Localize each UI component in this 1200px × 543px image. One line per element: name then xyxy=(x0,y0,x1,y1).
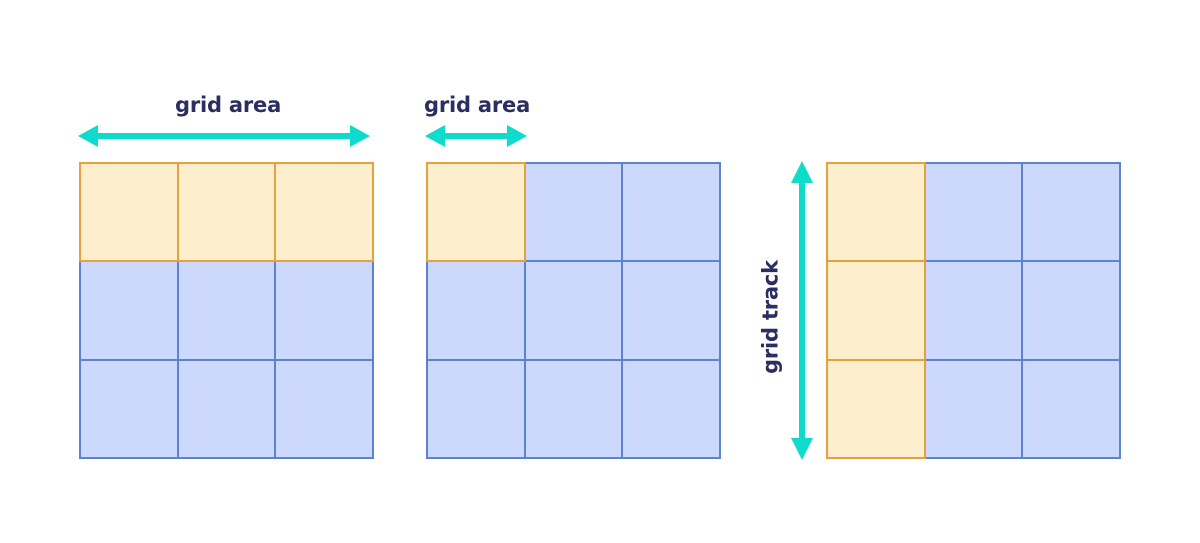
grid-cell-r0c1 xyxy=(523,162,624,263)
grid-cell-r0c2 xyxy=(621,162,721,263)
grid-cell-r0c0 xyxy=(79,162,179,263)
grid-figure-two xyxy=(426,162,721,459)
grid-area-label-two: grid area xyxy=(424,93,531,117)
grid-cell-r2c0 xyxy=(426,358,526,459)
grid-track-label: grid track xyxy=(758,260,783,374)
grid-figure-three xyxy=(826,162,1121,459)
grid-cell-r2c0 xyxy=(79,358,179,459)
grid-cell-r1c1 xyxy=(923,260,1024,361)
grid-cell-r1c0 xyxy=(79,260,179,361)
grid-cell-r0c2 xyxy=(1021,162,1121,263)
grid-area-width-arrow-two xyxy=(425,125,527,147)
grid-figure-one xyxy=(79,162,374,459)
grid-cell-r1c2 xyxy=(621,260,721,361)
grid-cell-r1c1 xyxy=(523,260,624,361)
grid-cell-r2c2 xyxy=(274,358,374,459)
grid-area-label-one: grid area xyxy=(175,93,282,117)
grid-cell-r1c1 xyxy=(176,260,277,361)
grid-cell-r2c1 xyxy=(523,358,624,459)
grid-cell-r2c0 xyxy=(826,358,926,459)
grid-track-height-arrow xyxy=(791,161,813,460)
grid-cell-r1c0 xyxy=(826,260,926,361)
grid-cell-r1c0 xyxy=(426,260,526,361)
grid-cell-r0c0 xyxy=(426,162,526,263)
grid-cell-r0c1 xyxy=(176,162,277,263)
grid-cell-r2c1 xyxy=(176,358,277,459)
grid-cell-r0c0 xyxy=(826,162,926,263)
grid-cell-r0c1 xyxy=(923,162,1024,263)
grid-cell-r1c2 xyxy=(274,260,374,361)
grid-cell-r0c2 xyxy=(274,162,374,263)
grid-area-width-arrow-one xyxy=(78,125,370,147)
grid-cell-r2c1 xyxy=(923,358,1024,459)
grid-cell-r1c2 xyxy=(1021,260,1121,361)
grid-cell-r2c2 xyxy=(1021,358,1121,459)
grid-cell-r2c2 xyxy=(621,358,721,459)
